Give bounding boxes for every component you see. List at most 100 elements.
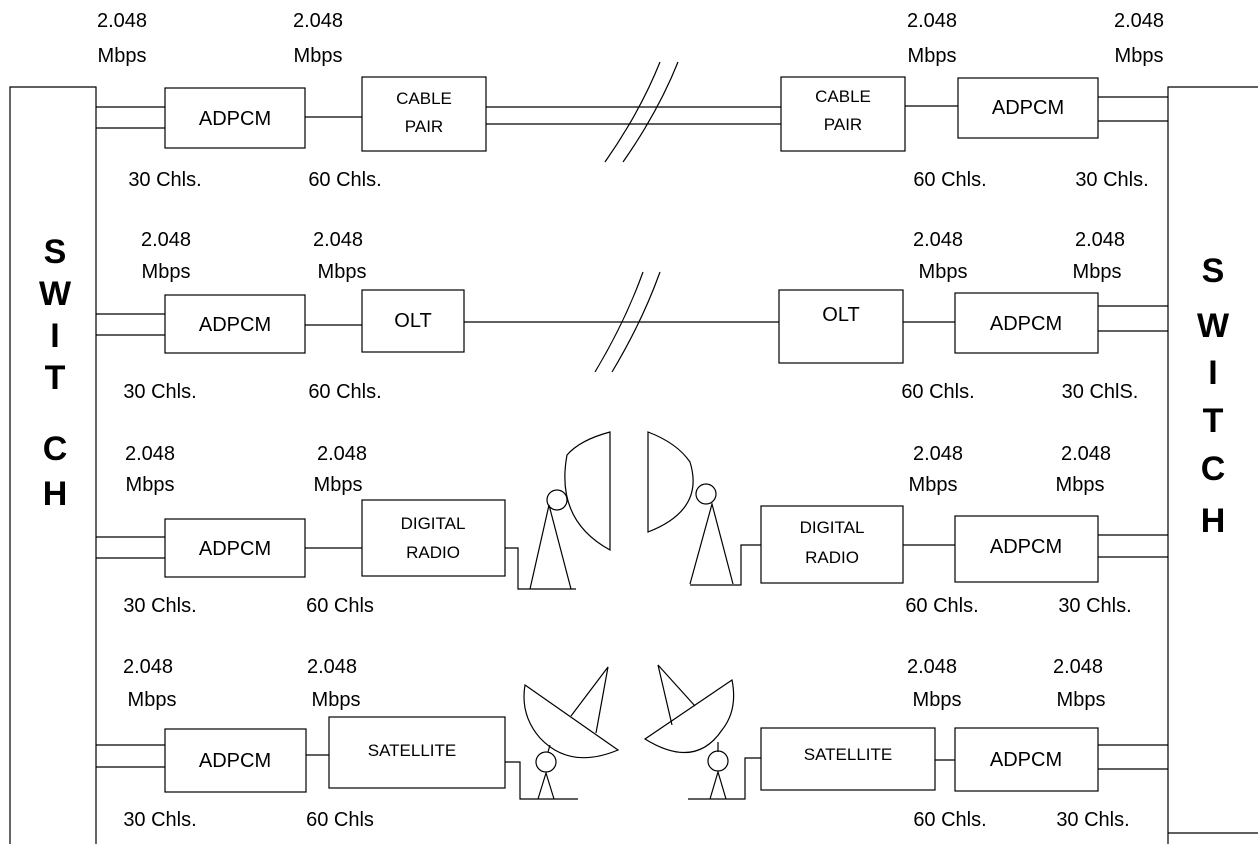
rate-label: 2.048 — [913, 229, 963, 251]
cable-pair-label: PAIR — [824, 115, 862, 134]
adpcm-label: ADPCM — [992, 97, 1064, 119]
rate-label: 2.048 — [913, 443, 963, 465]
rate-label: Mbps — [142, 261, 191, 283]
rate-label: Mbps — [314, 474, 363, 496]
cable-break-icon — [604, 61, 679, 163]
adpcm-box — [164, 294, 306, 354]
rate-label: Mbps — [1073, 261, 1122, 283]
row-digital-radio: 2.048 Mbps 2.048 Mbps 2.048 Mbps 2.048 M… — [96, 431, 1168, 617]
row-satellite: 2.048 Mbps 2.048 Mbps 2.048 Mbps 2.048 M… — [96, 656, 1168, 831]
channel-label: 30 Chls. — [123, 809, 196, 831]
rate-label: Mbps — [1057, 689, 1106, 711]
microwave-antenna-icon — [529, 431, 611, 590]
channel-label: 30 Chls. — [123, 595, 196, 617]
row-optical: 2.048 Mbps 2.048 Mbps 2.048 Mbps 2.048 M… — [96, 229, 1168, 403]
switch-left-letter: T — [45, 359, 66, 397]
channel-label: 60 Chls. — [308, 169, 381, 191]
satellite-label: SATELLITE — [368, 741, 457, 760]
olt-label: OLT — [394, 310, 431, 332]
adpcm-box — [957, 77, 1099, 139]
adpcm-label: ADPCM — [199, 538, 271, 560]
rate-label: 2.048 — [907, 10, 957, 32]
adpcm-label: ADPCM — [990, 313, 1062, 335]
digital-radio-label: RADIO — [805, 548, 859, 567]
rate-label: 2.048 — [1075, 229, 1125, 251]
cable-pair-label: CABLE — [396, 89, 452, 108]
rate-label: 2.048 — [317, 443, 367, 465]
switch-left-letter: W — [39, 275, 72, 313]
rate-label: 2.048 — [907, 656, 957, 678]
rate-label: 2.048 — [123, 656, 173, 678]
rate-label: 2.048 — [1053, 656, 1103, 678]
rate-label: 2.048 — [97, 10, 147, 32]
digital-radio-label: DIGITAL — [401, 514, 466, 533]
switch-right-letter: T — [1203, 402, 1224, 440]
rate-label: Mbps — [1115, 45, 1164, 67]
switch-right-letter: S — [1202, 252, 1225, 290]
rate-label: 2.048 — [293, 10, 343, 32]
adpcm-box — [954, 515, 1099, 583]
channel-label: 60 Chls. — [905, 595, 978, 617]
channel-label: 60 Chls. — [308, 381, 381, 403]
rate-label: 2.048 — [313, 229, 363, 251]
channel-label: 60 Chls. — [901, 381, 974, 403]
rate-label: 2.048 — [307, 656, 357, 678]
channel-label: 30 Chls. — [1075, 169, 1148, 191]
adpcm-label: ADPCM — [199, 314, 271, 336]
digital-radio-box — [361, 499, 506, 577]
satellite-label: SATELLITE — [804, 745, 893, 764]
channel-label: 30 Chls. — [123, 381, 196, 403]
fiber-break-icon — [594, 271, 661, 373]
digital-radio-box — [760, 505, 904, 584]
satellite-box — [760, 727, 936, 791]
rate-label: Mbps — [294, 45, 343, 67]
rate-label: 2.048 — [141, 229, 191, 251]
switch-left-letter: C — [43, 430, 68, 468]
channel-label: 30 Chls. — [1058, 595, 1131, 617]
satellite-box — [328, 716, 506, 789]
rate-label: Mbps — [919, 261, 968, 283]
rate-label: Mbps — [312, 689, 361, 711]
olt-box — [361, 289, 465, 353]
switch-left-letter: I — [50, 317, 59, 355]
row-cable-pair: 2.048 Mbps 2.048 Mbps 2.048 Mbps 2.048 M… — [96, 10, 1168, 191]
channel-label: 60 Chls — [306, 595, 374, 617]
adpcm-label: ADPCM — [990, 749, 1062, 771]
cable-pair-label: PAIR — [405, 117, 443, 136]
olt-box — [778, 289, 904, 364]
switch-left: S W I T C H — [9, 86, 97, 844]
cable-pair-label: CABLE — [815, 87, 871, 106]
switch-left-letter: H — [43, 475, 68, 513]
adpcm-box — [164, 87, 306, 149]
satellite-dish-icon — [523, 666, 620, 800]
rate-label: Mbps — [98, 45, 147, 67]
rate-label: 2.048 — [1061, 443, 1111, 465]
rate-label: 2.048 — [1114, 10, 1164, 32]
adpcm-box — [164, 728, 307, 793]
adpcm-box — [164, 518, 306, 578]
cable-pair-box — [361, 76, 487, 152]
adpcm-label: ADPCM — [199, 750, 271, 772]
channel-label: 30 Chls. — [1056, 809, 1129, 831]
channel-label: 30 Chls. — [128, 169, 201, 191]
rate-label: Mbps — [1056, 474, 1105, 496]
switch-right-letter: C — [1201, 450, 1226, 488]
adpcm-box — [954, 292, 1099, 354]
adpcm-box — [954, 727, 1099, 792]
digital-radio-label: DIGITAL — [800, 518, 865, 537]
switch-right-letter: W — [1197, 307, 1230, 345]
channel-label: 60 Chls. — [913, 809, 986, 831]
switch-left-letter: S — [44, 233, 67, 271]
channel-label: 60 Chls. — [913, 169, 986, 191]
rate-label: Mbps — [126, 474, 175, 496]
olt-label: OLT — [822, 304, 859, 326]
microwave-antenna-icon — [647, 431, 734, 585]
rate-label: Mbps — [913, 689, 962, 711]
rate-label: 2.048 — [125, 443, 175, 465]
channel-label: 60 Chls — [306, 809, 374, 831]
switch-right: S W I T C H — [1167, 86, 1258, 844]
switch-right-letter: I — [1208, 354, 1217, 392]
adpcm-label: ADPCM — [199, 108, 271, 130]
rate-label: Mbps — [318, 261, 367, 283]
